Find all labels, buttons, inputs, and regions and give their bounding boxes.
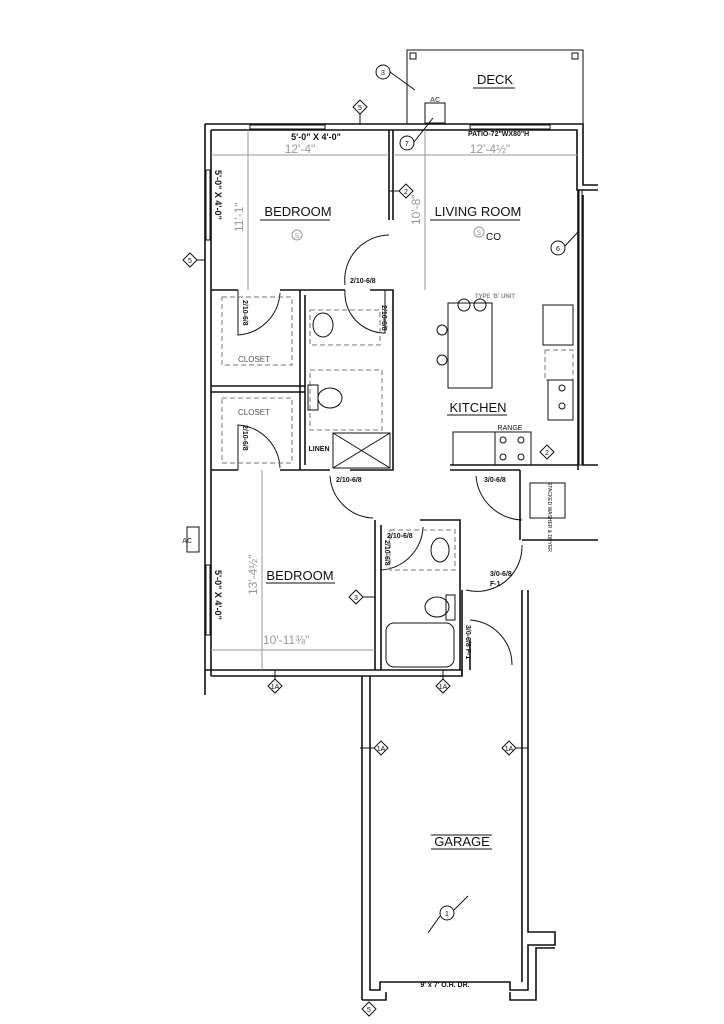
tag-1a-1: 1A: [267, 670, 283, 694]
callout-1: 1: [427, 895, 469, 934]
washer-dryer-label: STACKED WASHER & DRYER: [546, 482, 552, 552]
door-garage-rating: F-1: [490, 581, 501, 588]
tag-1a-2: 1A: [435, 670, 451, 694]
ac-side-label: AC: [182, 538, 192, 545]
dimension-lines: [211, 130, 578, 670]
window-left2-label: 5'-0" X 4'-0": [213, 570, 223, 620]
tag-5-left: 5: [182, 252, 205, 268]
svg-text:1: 1: [445, 911, 449, 918]
deck-label: DECK: [477, 72, 513, 87]
svg-text:1A: 1A: [377, 746, 386, 753]
kitchen-label: KITCHEN: [449, 400, 506, 415]
svg-text:2: 2: [404, 189, 408, 196]
smoke-detector-bed1: S: [295, 233, 300, 240]
svg-text:5: 5: [188, 258, 192, 265]
ac-top-label: AC: [430, 97, 440, 104]
door-hall-label: 2/10-6/8: [336, 477, 362, 484]
tag-3-bath: 3: [348, 589, 375, 605]
svg-text:3: 3: [381, 70, 385, 77]
door-bed1-label: 2/10-6/8: [350, 278, 376, 285]
door-laundry-label: 3/0-6/8: [484, 477, 506, 484]
tag-2-kitchen: 2: [539, 444, 555, 460]
svg-text:5: 5: [358, 105, 362, 112]
closet2-label: CLOSET: [238, 408, 270, 417]
smoke-detector-living: S: [477, 230, 482, 237]
bedroom1-label: BEDROOM: [264, 204, 331, 219]
living-width-dim: 12'-4½": [470, 142, 511, 156]
svg-text:1A: 1A: [505, 746, 514, 753]
fixtures: [186, 102, 574, 668]
bed1-depth-dim: 11'-1": [232, 202, 246, 232]
garage-label: GARAGE: [434, 834, 490, 849]
svg-text:2: 2: [545, 450, 549, 457]
svg-text:5: 5: [367, 1007, 371, 1014]
linen-label: LINEN: [309, 446, 330, 453]
patio-door-label: PATIO-72"WX80"H: [468, 131, 529, 138]
window-left1-label: 5'-0" X 4'-0": [213, 170, 223, 220]
tag-5-bottom: 5: [361, 1001, 377, 1017]
living-room-label: LIVING ROOM: [435, 204, 522, 219]
svg-text:6: 6: [556, 246, 560, 253]
door-bath2c-label: 3/0-6/8 F-1: [464, 625, 471, 659]
bed1-width-dim: 12'-4": [285, 142, 316, 156]
garage-door-label: 9' x 7' O.H. DR.: [420, 982, 469, 989]
exterior-walls: [204, 123, 598, 1001]
door-closet2-label: 2/10-6/8: [241, 425, 248, 451]
callout-6: 6: [550, 231, 579, 256]
door-closet1-label: 2/10-6/8: [241, 300, 248, 326]
tag-1a-4: 1A: [501, 740, 528, 756]
deck: DECK: [406, 49, 584, 124]
bed2-width-dim: 10'-11⅜": [263, 633, 309, 647]
doors: [237, 234, 523, 666]
door-bath1-label: 2/10-6/8: [380, 305, 387, 331]
svg-text:1A: 1A: [271, 684, 280, 691]
callout-7: 7: [399, 117, 434, 151]
window-top-label: 5'-0" X 4'-0": [291, 132, 341, 142]
svg-text:7: 7: [405, 141, 409, 148]
tag-1a-3: 1A: [360, 740, 389, 756]
tag-2-living: 2: [389, 183, 414, 199]
co-detector-label: CO: [486, 232, 501, 243]
closet1-label: CLOSET: [238, 355, 270, 364]
bed2-depth-dim: 13'-4½": [246, 554, 260, 595]
unit-type-label: TYPE 'B' UNIT: [475, 294, 516, 300]
callout-3: 3: [375, 64, 416, 91]
svg-text:1A: 1A: [439, 684, 448, 691]
door-bath2b-label: 2/10-6/8: [383, 540, 390, 566]
bedroom2-label: BEDROOM: [266, 568, 333, 583]
living-depth-dim: 10'-8": [409, 194, 423, 225]
door-bath2a-label: 2/10-6/8: [387, 533, 413, 540]
windows: [205, 124, 583, 636]
door-garage-label: 3/0-6/8: [490, 571, 512, 578]
svg-text:3: 3: [354, 595, 358, 602]
tag-5-top: 5: [352, 99, 368, 124]
range-label: RANGE: [498, 425, 523, 432]
